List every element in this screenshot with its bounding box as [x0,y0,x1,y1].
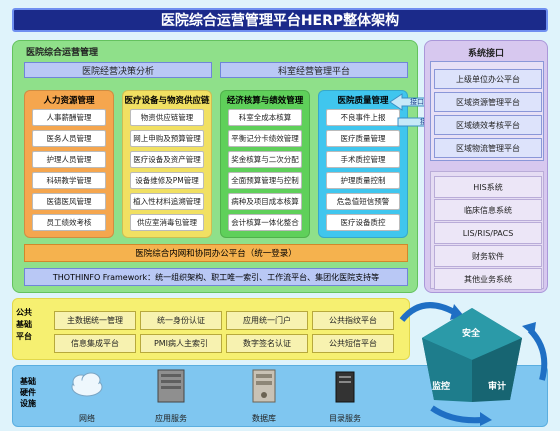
system-interface-panel: 系统接口 上级单位办公平台区域资源管理平台区域绩效考核平台区域物流管理平台 HI… [424,40,548,293]
monitoring-label: 监控 [432,382,451,392]
page-title: 医院综合运营管理平台HERP整体架构 [12,8,548,32]
column-item: 医疗设备质控 [326,214,400,231]
column-title: 医疗设备与物资供应链 [124,96,210,106]
external-interface-item: 上级单位办公平台 [434,69,542,89]
column-quality: 医院质量管理不良事件上报医疗质量管理手术质控管理护理质量控制危急值短信预警医疗设… [318,90,408,238]
database-icon [252,369,276,403]
internal-interface-item: 财务软件 [434,245,542,267]
infrastructure-label: 基础 硬件 设施 [20,377,36,408]
external-interface-item: 区域资源管理平台 [434,92,542,112]
operations-title: 医院综合运营管理 [26,48,99,58]
column-item: 危急值短信预警 [326,193,400,210]
public-platform-item: 统一身份认证 [140,311,222,330]
decision-analysis-header: 医院经营决策分析 [24,62,212,78]
internal-interface-item: HIS系统 [434,176,542,198]
column-hr: 人力资源管理人事薪酬管理医务人员管理护理人员管理科研教学管理医德医风管理员工绩效… [24,90,114,238]
public-platform-item: 主数据统一管理 [54,311,136,330]
public-platform-item: PMI病人主索引 [140,334,222,353]
column-supply-chain: 医疗设备与物资供应链物资供应链管理网上申购及预算管理医疗设备及资产管理设备维修及… [122,90,212,238]
column-title: 人力资源管理 [43,96,95,106]
internal-interface-item: 临床信息系统 [434,199,542,221]
column-item: 护理质量控制 [326,172,400,189]
column-item: 手术质控管理 [326,151,400,168]
column-title: 医院质量管理 [337,96,389,106]
app-server-icon [157,369,185,403]
security-diagram [399,302,548,426]
external-interface-item: 区域物流管理平台 [434,138,542,158]
external-interface-item: 区域绩效考核平台 [434,115,542,135]
column-item: 设备维修及PM管理 [130,172,204,189]
public-platform-item: 公共指纹平台 [312,311,394,330]
column-title: 经济核算与绩效管理 [226,96,304,106]
column-item: 病种及项目成本核算 [228,193,302,210]
column-item: 医疗设备及资产管理 [130,151,204,168]
column-cost-performance: 经济核算与绩效管理科室全成本核算平衡记分卡绩效管理奖金核算与二次分配全面预算管理… [220,90,310,238]
column-item: 人事薪酬管理 [32,109,106,126]
network-icon [71,372,103,397]
column-item: 医疗质量管理 [326,130,400,147]
column-item: 奖金核算与二次分配 [228,151,302,168]
public-platform-item: 数字签名认证 [226,334,308,353]
public-platform-label: 公共 基础 平台 [16,308,32,341]
security-label: 安全 [462,329,481,339]
column-item: 护理人员管理 [32,151,106,168]
infra-item-database: 数据库 [252,414,276,423]
dept-management-header: 科室经营管理平台 [220,62,408,78]
directory-server-icon [335,371,355,403]
column-item: 平衡记分卡绩效管理 [228,130,302,147]
internal-interface-item: 其他业务系统 [434,268,542,290]
infra-item-app-service: 应用服务 [155,414,187,423]
collab-platform-bar: 医院综合内网和协同办公平台（统一登录） [24,244,408,262]
column-item: 供应室消毒包管理 [130,214,204,231]
column-item: 员工绩效考核 [32,214,106,231]
framework-bar: THOTHINFO Framework：统一组织架构、职工唯一索引、工作流平台、… [24,268,408,286]
infra-item-network: 网络 [79,414,95,423]
column-item: 科研教学管理 [32,172,106,189]
public-platform-item: 应用统一门户 [226,311,308,330]
column-item: 科室全成本核算 [228,109,302,126]
column-item: 物资供应链管理 [130,109,204,126]
column-item: 会计核算一体化整合 [228,214,302,231]
column-item: 医务人员管理 [32,130,106,147]
interface-label-1: 接口 [410,98,424,106]
column-item: 全面预算管理与控制 [228,172,302,189]
internal-interface-item: LIS/RIS/PACS [434,222,542,244]
column-item: 医德医风管理 [32,193,106,210]
column-item: 植入性材料追溯管理 [130,193,204,210]
audit-label: 审计 [488,382,507,392]
infra-item-directory-service: 目录服务 [329,414,361,423]
system-interface-title: 系统接口 [467,49,504,59]
public-platform-item: 公共短信平台 [312,334,394,353]
column-item: 网上申购及预算管理 [130,130,204,147]
public-platform-item: 信息集成平台 [54,334,136,353]
